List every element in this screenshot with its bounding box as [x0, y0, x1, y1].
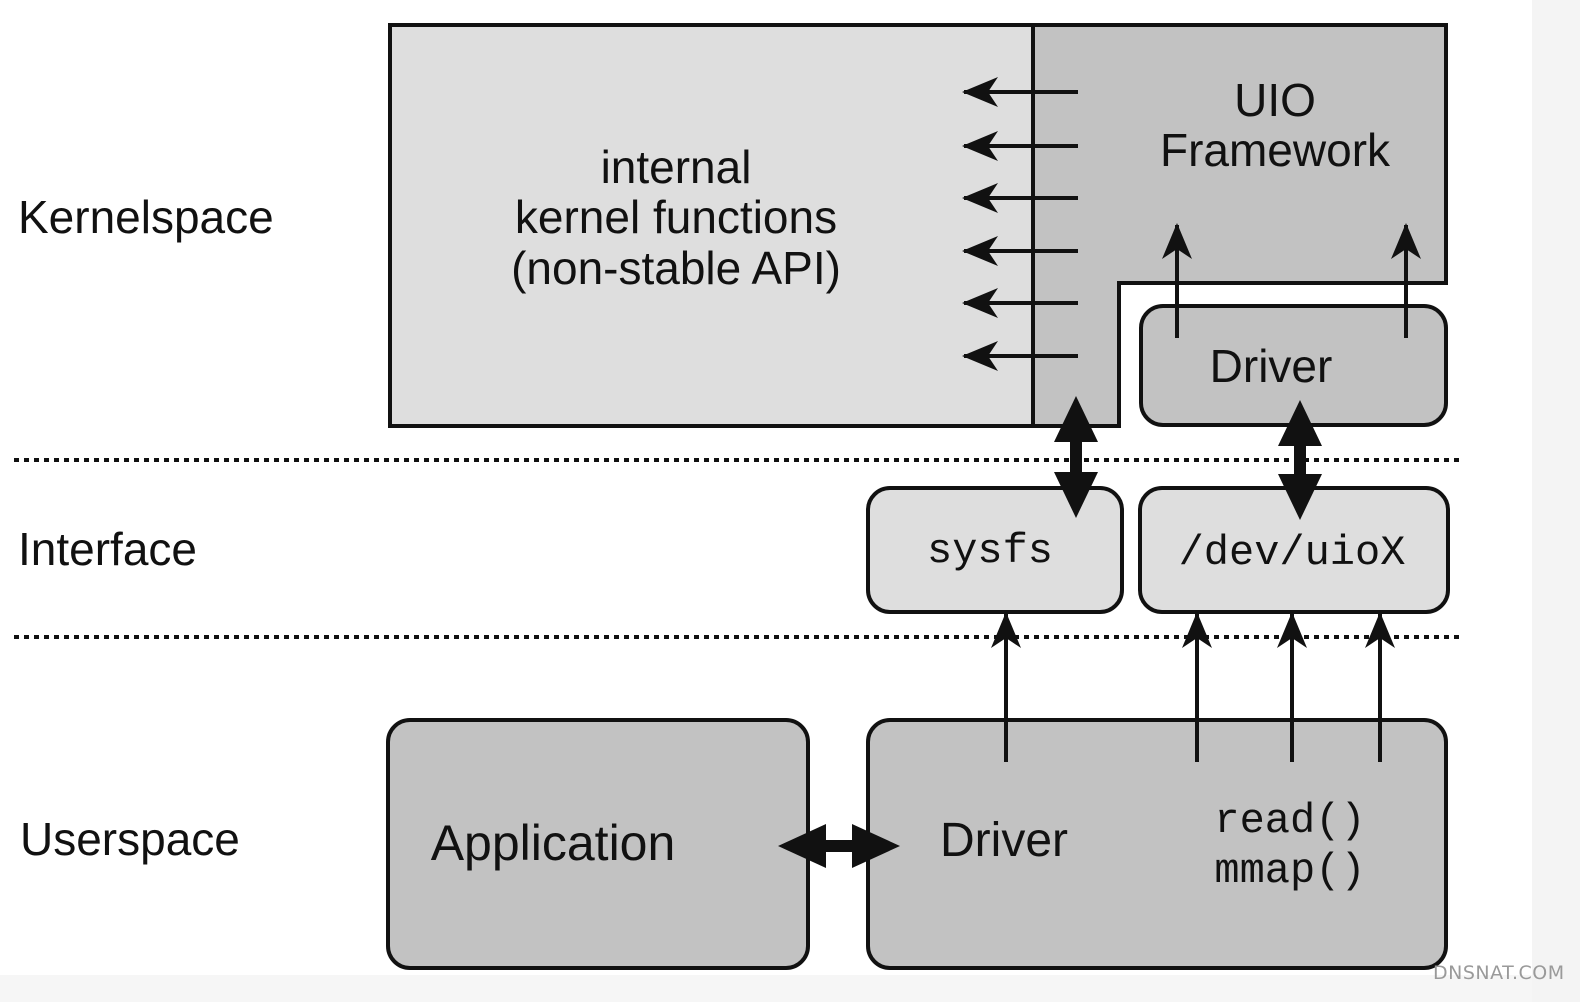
mmap-call-label: mmap(): [1214, 847, 1365, 895]
sysfs-link-head-down: [1054, 472, 1098, 518]
read-call-label: read(): [1214, 797, 1365, 845]
kernel-functions-line2: kernel functions: [515, 191, 837, 243]
sysfs-link-head-up: [1054, 396, 1098, 442]
app-driver-link-head-right: [852, 824, 900, 868]
dev-uio-label: /dev/uioX: [1179, 529, 1406, 577]
kernel-functions-line1: internal: [601, 141, 752, 193]
uio-framework-line1: UIO: [1234, 74, 1316, 126]
label-userspace: Userspace: [20, 813, 240, 865]
sysfs-label: sysfs: [927, 527, 1053, 575]
label-interface: Interface: [18, 523, 197, 575]
kernel-functions-line3: (non-stable API): [511, 242, 841, 294]
kernel-driver-label: Driver: [1210, 340, 1333, 392]
uio-framework-line2: Framework: [1160, 124, 1391, 176]
page-margin: [1532, 0, 1580, 1002]
watermark: DNSNAT.COM: [1433, 962, 1565, 984]
page-margin-bottom: [0, 975, 1532, 1002]
app-driver-link-head-left: [778, 824, 826, 868]
user-driver-label: Driver: [940, 814, 1068, 867]
label-kernelspace: Kernelspace: [18, 191, 274, 243]
devuio-link-head-down: [1278, 474, 1322, 520]
application-label: Application: [431, 815, 676, 871]
uio-architecture-diagram: internal kernel functions (non-stable AP…: [14, 23, 1460, 970]
devuio-link-head-up: [1278, 400, 1322, 446]
kernel-functions-box: [388, 23, 1035, 428]
uio-framework-box: [1031, 23, 1448, 428]
